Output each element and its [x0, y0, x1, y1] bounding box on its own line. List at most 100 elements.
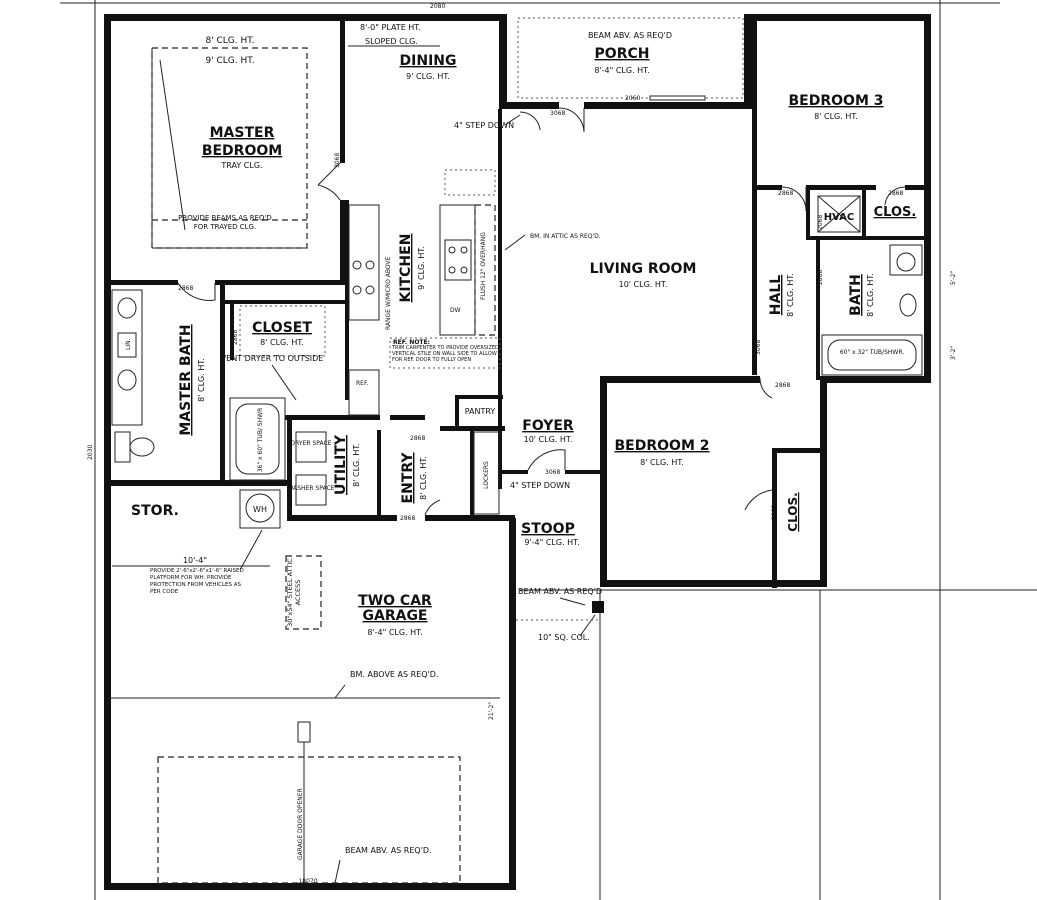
foyer-title: FOYER: [522, 418, 574, 434]
door-2868-ent2: 2868: [400, 515, 415, 522]
master-bedroom: 8' CLG. HT. 9' CLG. HT. MASTER BEDROOM T…: [151, 36, 341, 249]
master-bath: LIN. MASTER BATH 8' CLG. HT. 36" x 60" T…: [87, 282, 286, 481]
stoop-clg: 9'-4" CLG. HT.: [524, 538, 579, 547]
door-2868-entry: 2868: [410, 435, 425, 442]
master-bedroom-title-1: MASTER: [210, 125, 275, 141]
master-bath-clg: 8' CLG. HT.: [197, 358, 206, 402]
living-room: BM. IN ATTIC AS REQ'D. LIVING ROOM 10' C…: [454, 114, 697, 289]
door-2868-cl: 2868: [232, 330, 239, 345]
master-clg-a: 8' CLG. HT.: [205, 36, 254, 46]
garage-depth: 21'-2": [488, 702, 495, 720]
ref-label: REF.: [356, 380, 368, 387]
garage-title-2: GARAGE: [363, 608, 428, 624]
step-down-1: 4" STEP DOWN: [454, 121, 514, 130]
stoop-title: STOOP: [521, 521, 575, 537]
door-3068-porch: 3068: [550, 110, 565, 117]
bedroom2-clg: 8' CLG. HT.: [640, 458, 684, 467]
door-3068-foyer: 3068: [545, 469, 560, 476]
dining-plate-note: 8'-0" PLATE HT.: [360, 23, 421, 32]
clos-b2-title: CLOS.: [786, 492, 800, 531]
entry: ENTRY 8' CLG. HT. LOCKERS 2868 2868: [400, 431, 500, 522]
beam-col-note: BEAM ABV. AS REQ'D: [518, 587, 602, 596]
pantry: PANTRY: [465, 407, 496, 416]
col-label: 10" SQ. COL.: [538, 633, 590, 642]
lockers: [473, 431, 500, 515]
washer-label: WASHER SPACE: [288, 485, 335, 492]
dimension-lines: [60, 0, 1037, 900]
closet-clg: 8' CLG. HT.: [260, 338, 304, 347]
stor-label: STOR.: [131, 503, 179, 519]
clos-top-label: CLOS.: [874, 205, 917, 220]
window-2060: 2060: [625, 95, 640, 102]
foyer: FOYER 10' CLG. HT. 3068 4" STEP DOWN: [510, 418, 574, 490]
dining-sloped-note: SLOPED CLG.: [365, 37, 418, 46]
utility-clg: 8' CLG. HT.: [352, 443, 361, 487]
living-title: LIVING ROOM: [590, 261, 697, 277]
door-3068-master: 3068: [334, 153, 341, 168]
hvac-label: HVAC: [824, 212, 855, 223]
closet-title: CLOSET: [252, 320, 312, 336]
hall-title: HALL: [768, 275, 784, 315]
garage-width: 10'-4": [183, 556, 207, 565]
attic-label: 30"x54" STEEL ATTIC ACCESS: [286, 558, 302, 627]
bedroom3-title: BEDROOM 3: [789, 93, 884, 109]
kitchen: RANGE W/MICRO ABOVE KITCHEN 9' CLG. HT. …: [348, 169, 501, 416]
master-bath-title: MASTER BATH: [178, 324, 194, 435]
vanity: [111, 289, 143, 426]
dining-clg: 9' CLG. HT.: [406, 72, 450, 81]
garage: 10'-4" PROVIDE 2'-6"x2'-6"x1'-6" RAISED …: [112, 529, 495, 885]
bath-title: BATH: [848, 274, 864, 316]
bm-above-note: BM. ABOVE AS REQ'D.: [350, 670, 438, 679]
window-2030: 2030: [87, 445, 94, 460]
porch-beam-note: BEAM ABV. AS REQ'D: [588, 31, 672, 40]
porch-clg: 8'-4" CLG. HT.: [594, 66, 649, 75]
dryer-label: DRYER SPACE: [291, 440, 332, 447]
garage-platform-box: PROVIDE 2'-6"x2'-6"x1'-6" RAISED PLATFOR…: [150, 568, 244, 595]
kitchen-title: KITCHEN: [398, 234, 414, 303]
master-bedroom-title-2: BEDROOM: [202, 143, 282, 159]
bath-sink: [889, 244, 923, 276]
interior-walls: [108, 18, 928, 588]
storage: STOR. WH: [131, 489, 281, 529]
garage-door-size: 18070: [298, 878, 317, 885]
beam-abv-garage: BEAM ABV. AS REQ'D.: [345, 846, 432, 855]
dining-title: DINING: [400, 53, 457, 69]
utility-title: UTILITY: [333, 434, 349, 495]
attic-access-box: 30"x54" STEEL ATTIC ACCESS: [286, 558, 302, 627]
bath: BATH 8' CLG. HT. 60" x 32" TUB/SHWR. 5'-…: [821, 244, 957, 376]
utility: DRYER SPACE WASHER SPACE UTILITY 8' CLG.…: [288, 431, 361, 506]
living-clg: 10' CLG. HT.: [619, 280, 668, 289]
bath-tub-label: 60" x 32" TUB/SHWR.: [840, 349, 904, 356]
foyer-clg: 10' CLG. HT.: [524, 435, 573, 444]
master-tub: [229, 397, 286, 481]
garage-clg: 8'-4" CLG. HT.: [367, 628, 422, 637]
ref-note-title: REF. NOTE:: [393, 339, 430, 346]
door-2868-bath: 2868: [817, 270, 824, 285]
garage-title-1: TWO CAR: [358, 593, 432, 609]
bath-tub: [821, 334, 923, 376]
range-note: RANGE W/MICRO ABOVE: [385, 256, 392, 330]
exterior-walls: [104, 14, 931, 890]
door-3068-hall: 3068: [755, 340, 762, 355]
kitchen-sink: [444, 239, 472, 281]
dim-32: 3'-2": [950, 346, 957, 360]
bedroom2-title: BEDROOM 2: [615, 438, 710, 454]
lockers-label: LOCKERS: [483, 461, 490, 489]
living-beam-note-1: BM. IN ATTIC AS REQ'D.: [530, 233, 601, 240]
bath-toilet: [899, 293, 917, 317]
dim-52: 5'-2": [950, 271, 957, 285]
wh-label: WH: [253, 505, 267, 514]
bedroom3-clg: 8' CLG. HT.: [814, 112, 858, 121]
bath-clg: 8' CLG. HT.: [866, 273, 875, 317]
bedroom-3: BEDROOM 3 8' CLG. HT. 2868 2868: [778, 93, 906, 212]
garage-door-outline: [157, 756, 461, 884]
dw-label: DW: [450, 307, 461, 314]
attic-access: [285, 555, 322, 630]
hvac-closet: HVAC CLOS. 2068: [817, 195, 917, 233]
entry-title: ENTRY: [400, 452, 416, 504]
door-2868-mb: 2868: [178, 285, 193, 292]
water-heater: [245, 493, 275, 523]
master-clg-b: 9' CLG. HT.: [205, 56, 254, 66]
